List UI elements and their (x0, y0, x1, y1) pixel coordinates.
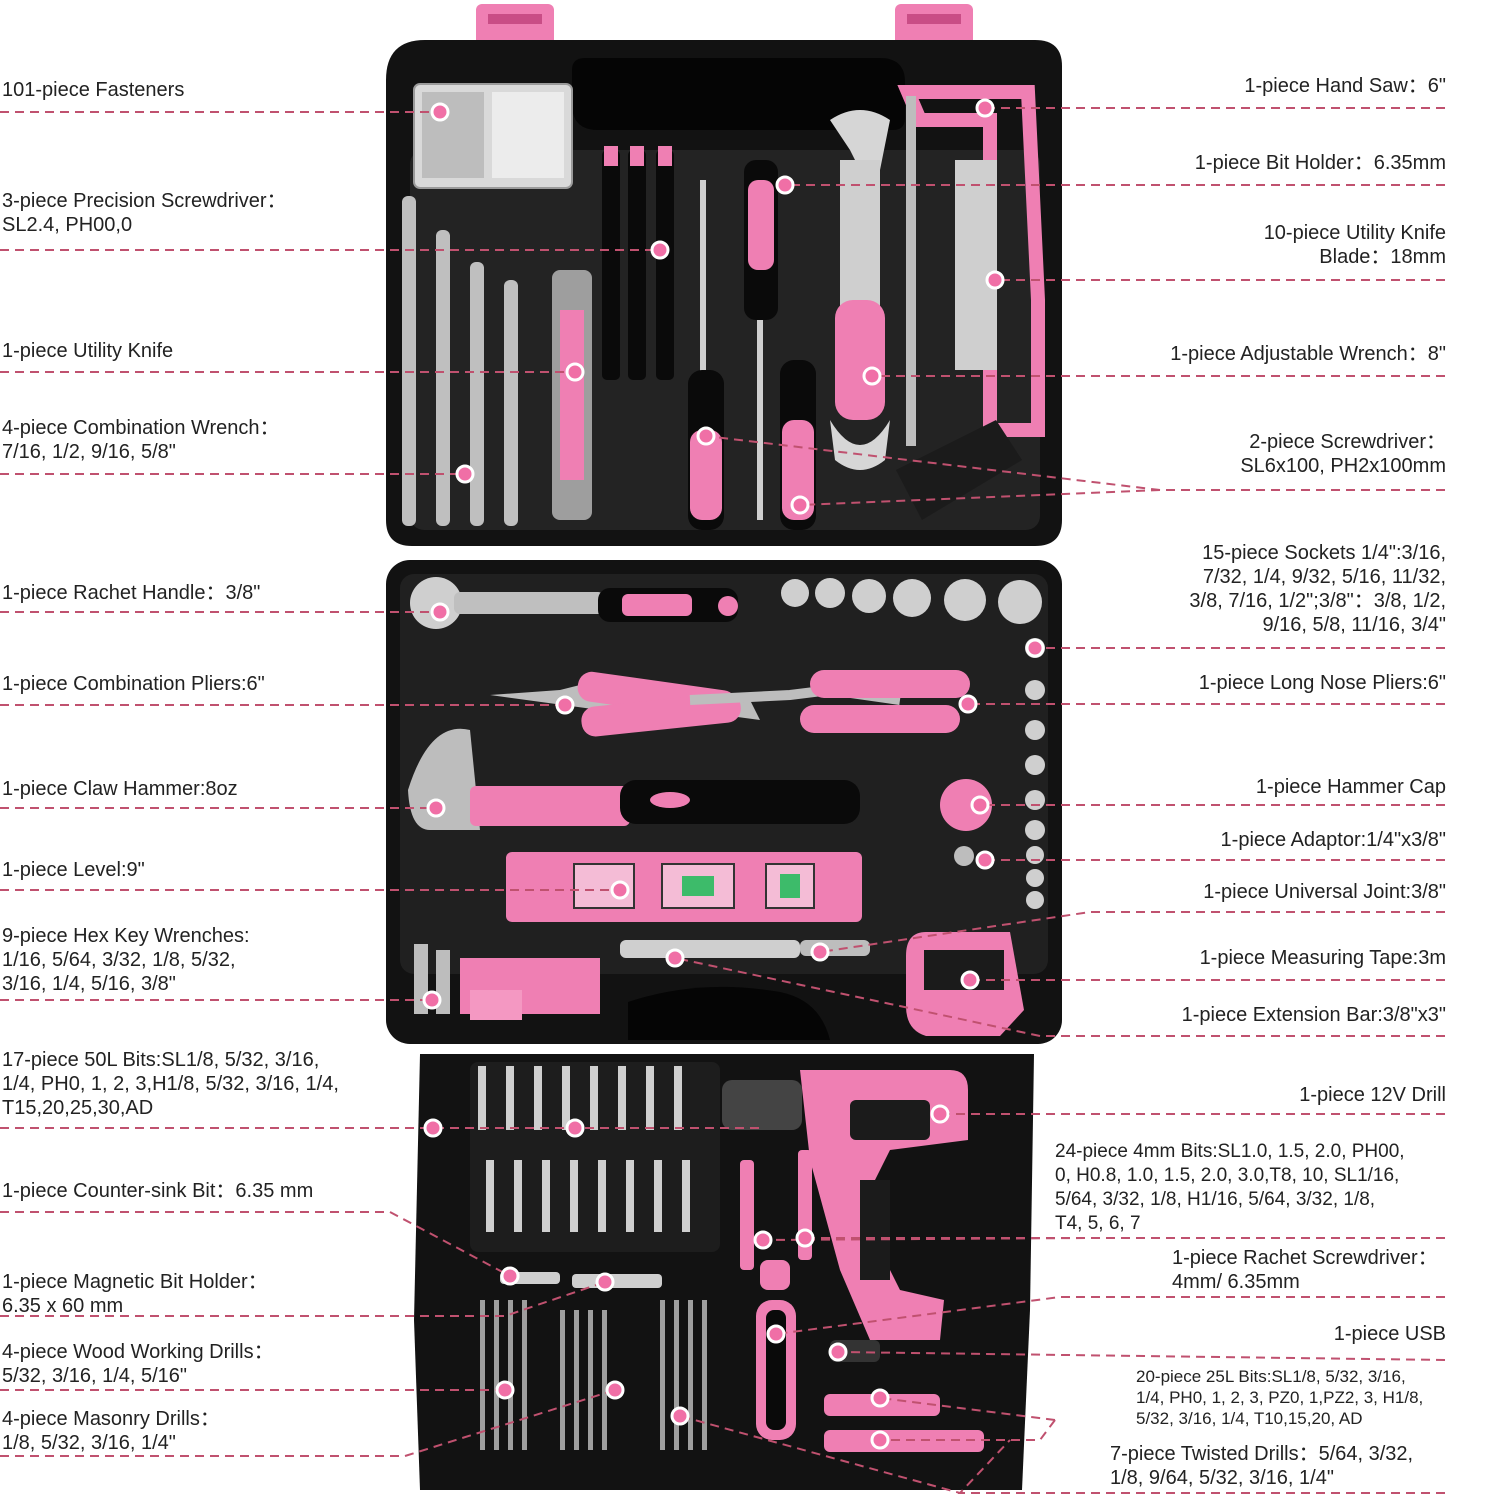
callout-knife-blade: 10-piece Utility Knife Blade：18mm (1263, 222, 1446, 268)
callout-hammer-cap: 1-piece Hammer Cap (1255, 776, 1446, 798)
callout-twisted-drills: 7-piece Twisted Drills：5/64, 3/32, 1/8, … (1110, 1443, 1414, 1489)
leader-line (762, 1237, 1445, 1241)
hex-key-icon (414, 944, 600, 1020)
callout-25l-bits: 20-piece 25L Bits:SL1/8, 5/32, 3/16, 1/4… (1136, 1367, 1424, 1428)
leader-line (0, 1389, 616, 1457)
callout-ratchet-screwdriver: 1-piece Rachet Screwdriver： 4mm/ 6.35mm (1172, 1247, 1438, 1293)
callout-dot (565, 362, 585, 382)
pliers-icon (490, 670, 970, 737)
callout-dot (828, 1342, 848, 1362)
callout-dot (696, 426, 716, 446)
callout-dot (870, 1430, 890, 1450)
callout-adjustable-wrench: 1-piece Adjustable Wrench：8" (1170, 343, 1446, 365)
callout-fasteners: 101-piece Fasteners (2, 79, 185, 101)
drill-icon (722, 1070, 968, 1340)
callout-counter-sink-bit: 1-piece Counter-sink Bit：6.35 mm (2, 1180, 314, 1202)
callout-4mm-bits: 24-piece 4mm Bits:SL1.0, 1.5, 2.0, PH00,… (1055, 1141, 1405, 1234)
callout-adaptor: 1-piece Adaptor:1/4"x3/8" (1220, 829, 1446, 851)
callout-claw-hammer: 1-piece Claw Hammer:8oz (2, 778, 238, 800)
hand-saw-icon (896, 85, 1045, 520)
callout-dot (500, 1266, 520, 1286)
callout-dot (423, 1118, 443, 1138)
callout-hand-saw: 1-piece Hand Saw：6" (1244, 75, 1446, 97)
callout-dot (775, 175, 795, 195)
callout-dot (555, 695, 575, 715)
callout-dot (975, 98, 995, 118)
leader-line (880, 1419, 1056, 1441)
callout-combination-pliers: 1-piece Combination Pliers:6" (2, 673, 265, 695)
callout-usb: 1-piece USB (1333, 1323, 1446, 1345)
callout-dot (930, 1104, 950, 1124)
callout-level: 1-piece Level:9" (2, 859, 145, 881)
callout-measuring-tape: 1-piece Measuring Tape:3m (1199, 947, 1446, 969)
callout-universal-joint: 1-piece Universal Joint:3/8" (1203, 881, 1446, 903)
leader-line (0, 1211, 511, 1277)
callout-wood-drills: 4-piece Wood Working Drills： 5/32, 3/16,… (2, 1341, 274, 1387)
callout-masonry-drills: 4-piece Masonry Drills： 1/8, 5/32, 3/16,… (2, 1408, 220, 1454)
callout-dot (790, 495, 810, 515)
callout-magnetic-bit-holder: 1-piece Magnetic Bit Holder： 6.35 x 60 m… (2, 1271, 268, 1317)
callout-long-nose-pliers: 1-piece Long Nose Pliers:6" (1198, 672, 1446, 694)
callout-dot (430, 102, 450, 122)
callout-bit-holder: 1-piece Bit Holder：6.35mm (1194, 152, 1446, 174)
callout-dot (495, 1380, 515, 1400)
callout-dot (985, 270, 1005, 290)
callout-dot (665, 948, 685, 968)
callout-12v-drill: 1-piece 12V Drill (1299, 1084, 1446, 1106)
callout-dot (958, 694, 978, 714)
callout-dot (565, 1118, 585, 1138)
callout-extension-bar: 1-piece Extension Bar:3/8"x3" (1181, 1004, 1446, 1026)
combination-wrench-icon (402, 196, 518, 526)
leader-line (674, 957, 1445, 1037)
callout-combination-wrench: 4-piece Combination Wrench： 7/16, 1/2, 9… (2, 417, 280, 463)
callout-50l-bits: 17-piece 50L Bits:SL1/8, 5/32, 3/16, 1/4… (2, 1049, 339, 1119)
callout-dot (650, 240, 670, 260)
leader-line (837, 1351, 1446, 1361)
leader-line (957, 1439, 1445, 1494)
callout-dot (595, 1272, 615, 1292)
leader-line (0, 1281, 606, 1317)
precision-screwdriver-icon (602, 146, 674, 380)
screwdriver-icon (688, 160, 816, 530)
callout-ratchet-handle: 1-piece Rachet Handle：3/8" (2, 582, 261, 604)
utility-knife-icon (552, 270, 592, 520)
callout-dot (455, 464, 475, 484)
callout-hex-keys: 9-piece Hex Key Wrenches: 1/16, 5/64, 3/… (2, 925, 250, 995)
callout-dot (862, 366, 882, 386)
callout-dot (975, 850, 995, 870)
callout-dot (422, 990, 442, 1010)
callout-dot (610, 880, 630, 900)
callout-dot (960, 970, 980, 990)
callout-utility-knife: 1-piece Utility Knife (2, 340, 174, 362)
callout-precision-screwdriver: 3-piece Precision Screwdriver： SL2.4, PH… (2, 190, 287, 236)
callout-sockets: 15-piece Sockets 1/4":3/16, 7/32, 1/4, 9… (1189, 542, 1446, 636)
ratchet-icon (410, 577, 738, 629)
drill-bit-icon (478, 1066, 690, 1232)
leader-line (705, 435, 1445, 491)
callout-dot (766, 1324, 786, 1344)
callout-screwdriver: 2-piece Screwdriver： SL6x100, PH2x100mm (1240, 431, 1446, 477)
callout-dot (605, 1380, 625, 1400)
leader-line (775, 1296, 1445, 1335)
callout-dot (810, 942, 830, 962)
callout-dot (430, 602, 450, 622)
level-icon (506, 852, 862, 922)
callout-dot (426, 798, 446, 818)
callout-dot (795, 1228, 815, 1248)
callout-dot (670, 1406, 690, 1426)
callout-dot (753, 1230, 773, 1250)
callout-dot (970, 795, 990, 815)
hammer-icon (408, 728, 860, 830)
callout-dot (1025, 638, 1045, 658)
callout-dot (870, 1388, 890, 1408)
